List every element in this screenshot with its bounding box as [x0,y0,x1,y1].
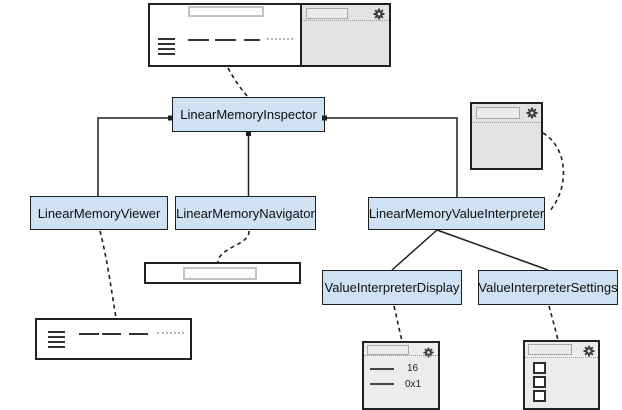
value-text: 16 [407,363,419,374]
type-input-mock [306,8,348,19]
ascii-bytes-mock [157,332,184,334]
edge-inspector-interpreter [325,117,458,197]
edge-interpreter-settings [436,229,549,271]
viewer-window-mock [35,318,192,360]
checkbox-mock [533,362,546,374]
settings-window-mock [523,340,600,410]
class-linear-memory-navigator: LinearMemoryNavigator [175,196,316,230]
dashed-link-inspectormock-inspector [227,67,249,98]
class-linear-memory-value-interpreter: LinearMemoryValueInterpreter [368,197,545,230]
display-window-mock: 16 0x1 [362,341,440,410]
settings-pane [525,342,598,408]
interpreter-pane-mock [300,5,389,65]
hex-bytes-mock [188,39,209,41]
gear-icon [526,106,538,124]
ascii-bytes-mock [267,38,293,40]
hex-bytes-mock [129,333,148,335]
dashed-link-settings-settingsmock [548,305,559,341]
class-linear-memory-inspector: LinearMemoryInspector [172,97,325,132]
class-label: LinearMemoryViewer [37,205,161,221]
hex-bytes-mock [79,333,99,335]
navigator-bar-mock [144,262,301,284]
dashed-link-interpretermock-interpreter [542,132,565,213]
checkbox-mock [533,390,546,402]
value-line-mock [370,368,394,370]
byte-rows-mock [48,331,65,350]
dashed-link-display-displaymock [393,305,403,342]
class-value-interpreter-display: ValueInterpreterDisplay [322,270,462,305]
checkbox-mock [533,376,546,388]
hex-bytes-mock [244,39,260,41]
gear-icon [373,7,385,25]
class-label: ValueInterpreterSettings [478,280,618,295]
class-value-interpreter-settings: ValueInterpreterSettings [478,270,618,305]
class-linear-memory-viewer: LinearMemoryViewer [30,196,168,230]
value-line-mock [370,383,394,385]
edge-inspector-viewer [97,117,172,196]
type-input-mock [476,107,520,119]
display-pane: 16 0x1 [364,343,438,408]
gear-icon [423,345,434,363]
divider [302,20,389,21]
value-text: 0x1 [405,379,422,390]
edge-interpreter-display [391,229,438,271]
value-interpreter-pane [472,104,541,168]
divider [525,357,598,358]
divider [472,122,541,123]
hex-bytes-mock [215,39,236,41]
dashed-link-viewer-viewermock [99,230,117,319]
dashed-link-navigator-navbarmock [217,230,250,263]
inspector-window-mock [148,3,391,67]
value-interpreter-window-mock [470,102,543,170]
address-input-mock [183,267,257,280]
type-input-mock [528,344,572,355]
divider [364,355,438,356]
class-label: LinearMemoryInspector [180,107,317,122]
byte-rows-mock [158,38,175,57]
type-input-mock [367,345,409,355]
class-label: LinearMemoryNavigator [176,205,315,221]
navigator-pane [146,264,299,282]
memory-viewer-pane-mock [150,5,300,65]
class-label: LinearMemoryValueInterpreter [368,206,545,221]
hex-bytes-mock [102,333,121,335]
address-input-mock [188,6,264,17]
viewer-pane [37,320,190,358]
gear-icon [583,344,595,362]
class-label: ValueInterpreterDisplay [324,280,460,295]
